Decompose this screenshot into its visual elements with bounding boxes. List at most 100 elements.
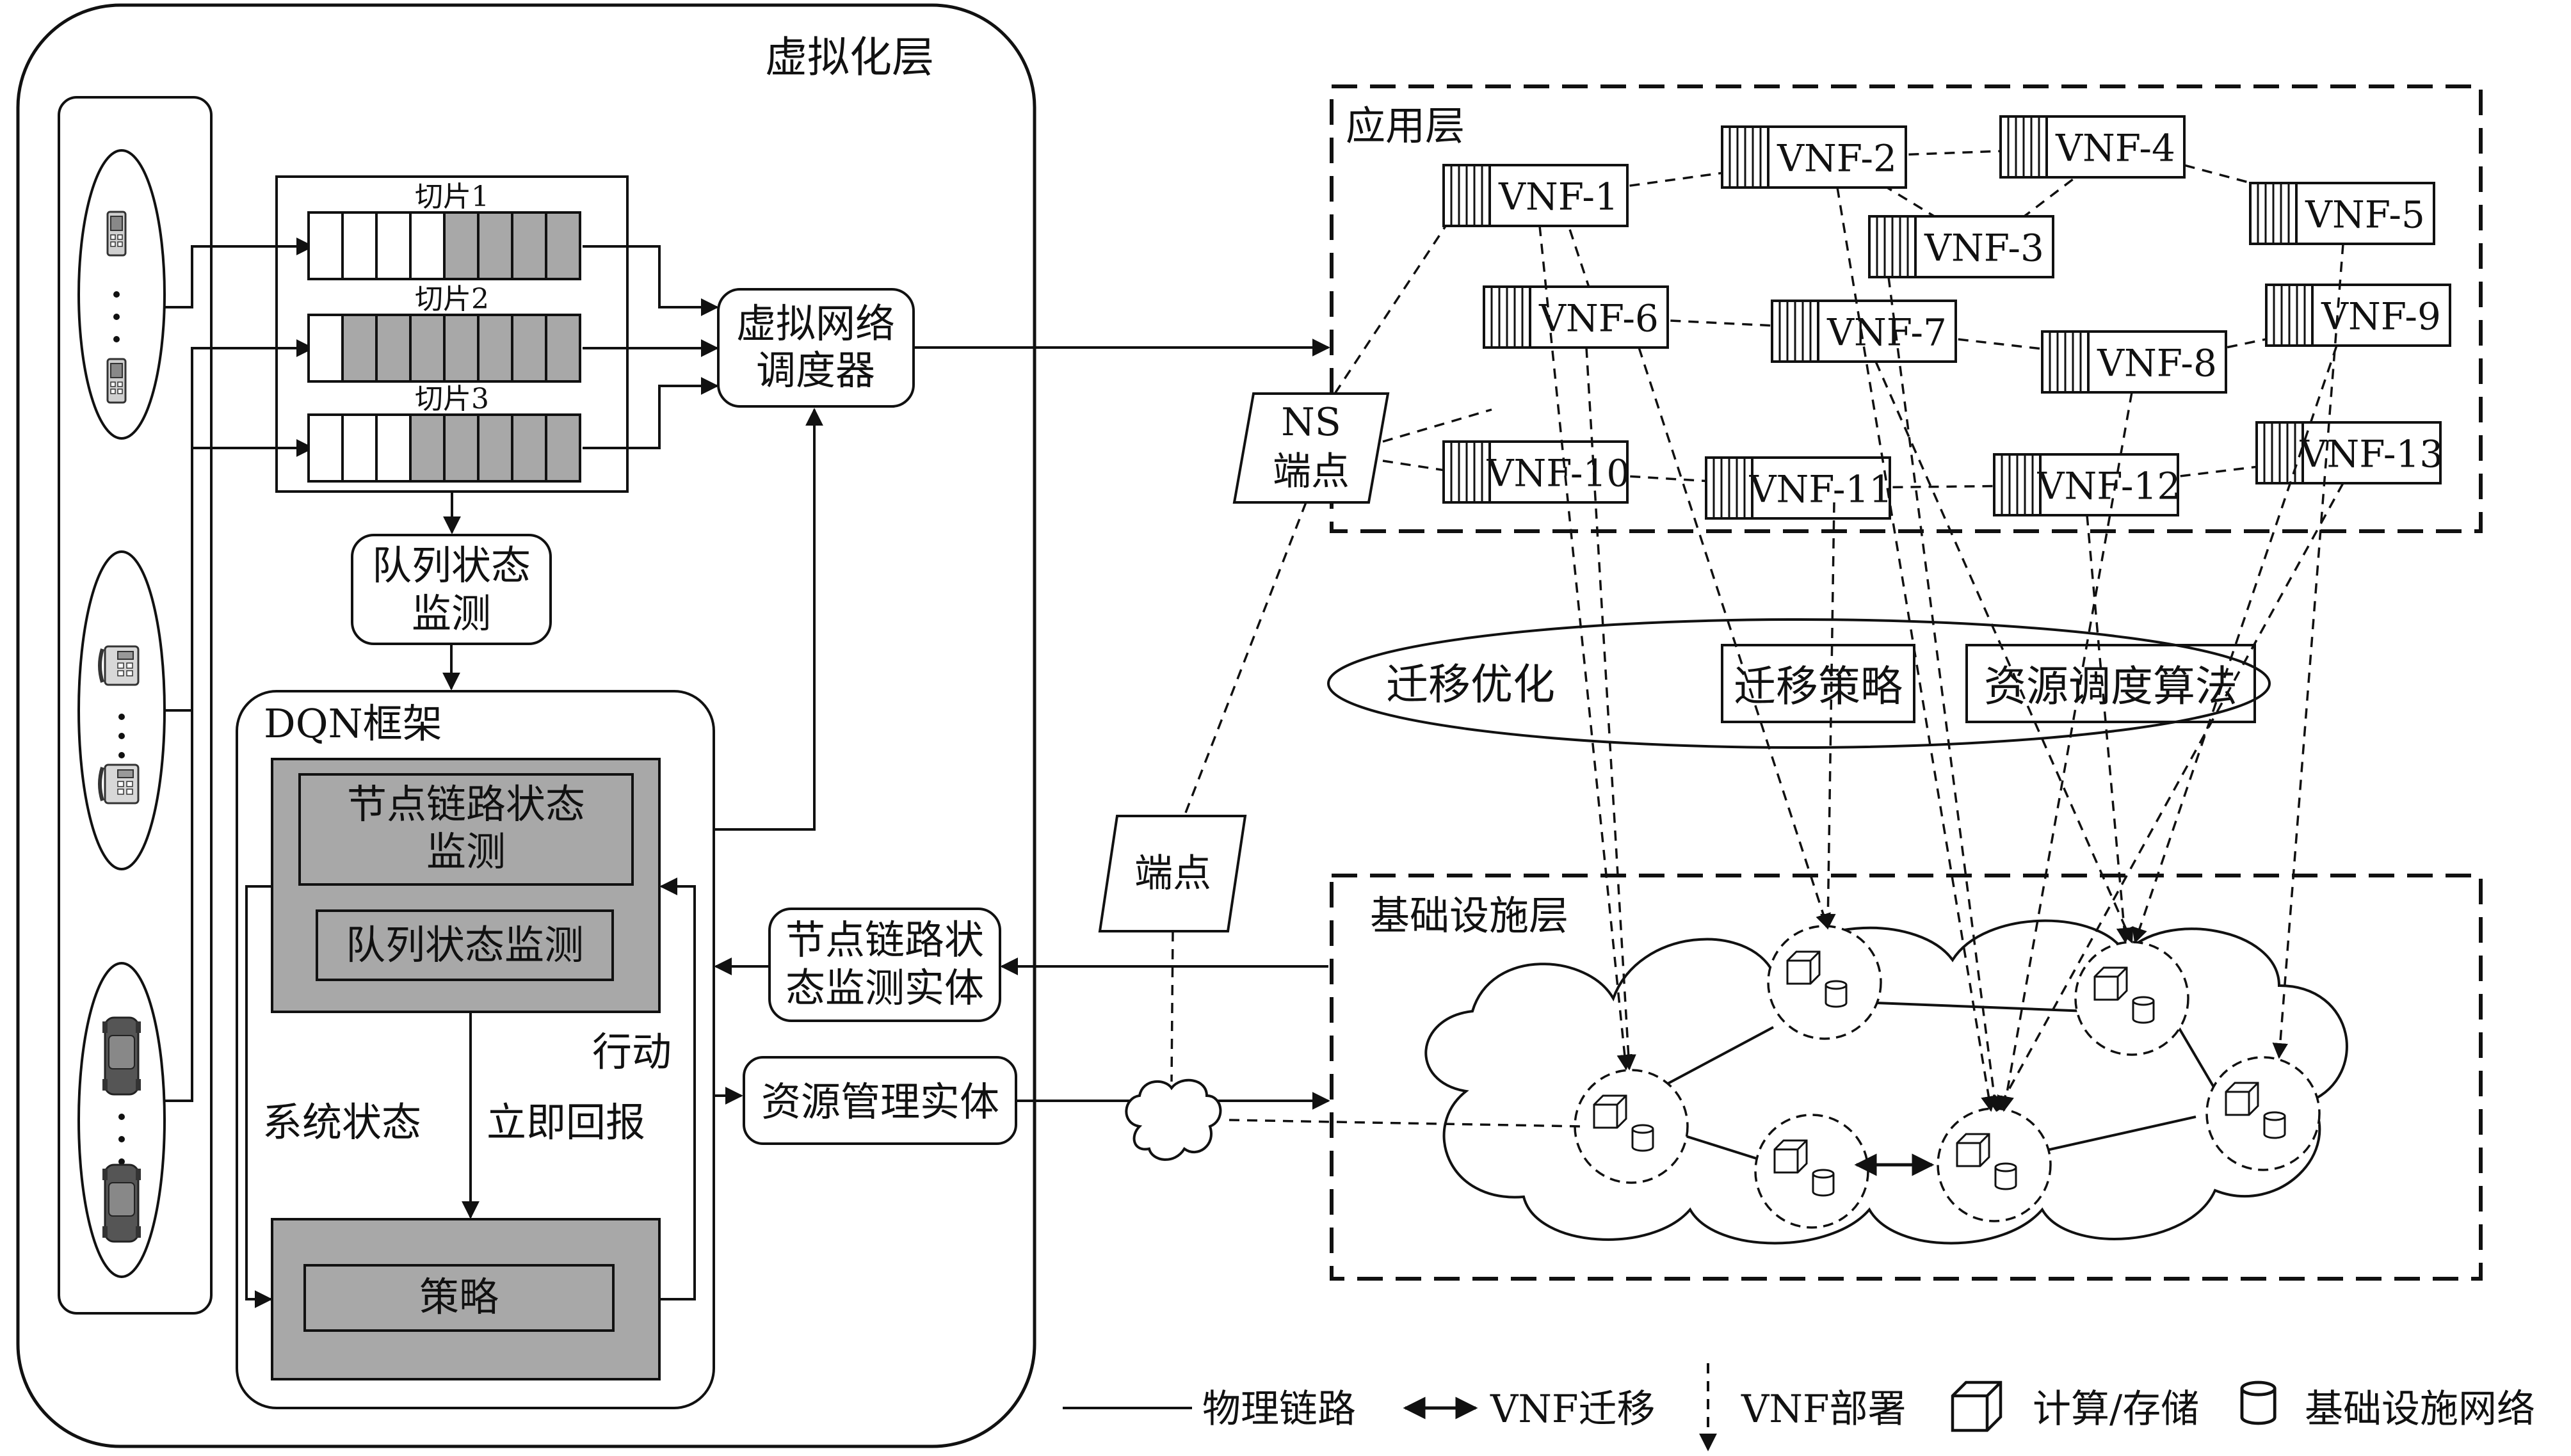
vnf-node: VNF-1 — [1442, 164, 1629, 227]
vnf-label: VNF-4 — [2055, 127, 2175, 170]
car-icon — [101, 1016, 142, 1096]
vnf-label: VNF-9 — [2321, 295, 2441, 339]
queue-cell — [375, 314, 412, 383]
compute-cube-icon — [1786, 950, 1821, 985]
migration-optimization-ellipse — [1327, 618, 2271, 749]
system-state-label: 系统状态 — [262, 1099, 421, 1146]
queue-cell — [341, 413, 378, 483]
vnf-node: VNF-9 — [2265, 284, 2451, 347]
queue-cell — [375, 211, 412, 280]
storage-cylinder-icon — [1994, 1162, 2017, 1190]
resource-algorithm-box — [1965, 644, 2256, 723]
vnf-node: VNF-6 — [1483, 285, 1669, 349]
vnf-node: VNF-8 — [2041, 330, 2227, 394]
vnf-label: VNF-2 — [1777, 137, 1897, 180]
queue-cell — [341, 314, 378, 383]
node-link-monitor-line1: 节点链路状态 — [347, 781, 585, 828]
queue-cell — [409, 314, 446, 383]
compute-cube-icon — [2093, 966, 2128, 1001]
queue-cell — [511, 314, 547, 383]
queue-cell — [375, 413, 412, 483]
queue-monitor-line1: 队列状态 — [372, 542, 531, 589]
node-link-monitor-entity — [768, 908, 1001, 1022]
endpoint — [1098, 815, 1247, 932]
vnf-label: VNF-11 — [1749, 468, 1893, 511]
access-cloud — [1125, 1078, 1222, 1161]
vnf-label: VNF-13 — [2300, 433, 2444, 476]
legend-infra-network: 基础设施网络 — [2305, 1387, 2535, 1432]
vnf-label: VNF-7 — [1826, 311, 1947, 355]
landline-device-group — [77, 550, 166, 870]
vnf-label: VNF-6 — [1538, 297, 1659, 340]
queue-cell — [443, 211, 480, 280]
legend-vnf-migration: VNF迁移 — [1490, 1387, 1655, 1432]
slice-label: 切片1 — [415, 180, 489, 213]
dqn-queue-monitor-label: 队列状态监测 — [346, 922, 584, 968]
legend: 物理链路 VNF迁移 VNF部署 计算/存储 基础设施网络 — [1063, 1363, 2535, 1452]
compute-cube-icon — [1773, 1139, 1808, 1174]
vnf-deployment-lines — [1170, 187, 2344, 1128]
vnf-node: VNF-5 — [2249, 182, 2435, 245]
queue-cell — [545, 211, 581, 280]
compute-cube-icon — [1956, 1133, 1990, 1167]
queue-cell — [341, 211, 378, 280]
slice-queue: 切片2 — [307, 283, 581, 383]
vnf-node: VNF-7 — [1771, 300, 1957, 363]
queue-cell — [477, 211, 513, 280]
dqn-framework — [236, 690, 715, 1409]
application-layer-title: 应用层 — [1346, 102, 1465, 149]
scheduler-label-line1: 虚拟网络 — [736, 300, 895, 347]
ns-endpoint-line1: NS — [1281, 400, 1341, 445]
infrastructure-layer-title: 基础设施层 — [1370, 892, 1568, 939]
legend-compute-storage: 计算/存储 — [2033, 1387, 2199, 1432]
vnf-node: VNF-10 — [1442, 440, 1631, 504]
mobile-phone-icon — [106, 211, 127, 257]
queue-cell — [409, 413, 446, 483]
vnf-label: VNF-5 — [2305, 193, 2425, 237]
queue-cell — [511, 211, 547, 280]
landline-phone-icon — [100, 646, 138, 685]
resource-entity-label: 资源管理实体 — [761, 1078, 999, 1125]
infrastructure-node — [1754, 1114, 1869, 1229]
virtualization-layer-title: 虚拟化层 — [765, 33, 934, 82]
vnf-label: VNF-10 — [1487, 452, 1631, 495]
action-label: 行动 — [592, 1028, 672, 1075]
slice-label: 切片3 — [415, 383, 489, 415]
vehicle-device-group — [77, 962, 166, 1278]
node-link-monitor-line2: 监测 — [426, 828, 506, 875]
vnf-label: VNF-8 — [2097, 342, 2217, 385]
queue-cell — [545, 413, 581, 483]
queue-cell — [307, 413, 344, 483]
queue-monitor-line2: 监测 — [412, 590, 491, 637]
slice-queues: 切片1 切片2 切片3 — [307, 180, 581, 483]
node-link-state-monitor — [298, 773, 634, 886]
infrastructure-node — [1574, 1069, 1689, 1184]
migration-optimization-label: 迁移优化 — [1386, 660, 1555, 709]
storage-cylinder-icon — [1812, 1169, 1835, 1197]
mobile-phone-icon — [106, 358, 127, 404]
infrastructure-nodes — [1574, 925, 2321, 1229]
infrastructure-node — [1767, 925, 1882, 1040]
immediate-reward-label: 立即回报 — [487, 1099, 645, 1146]
queue-cell — [511, 413, 547, 483]
user-device-panel — [58, 96, 213, 1315]
landline-phone-icon — [100, 765, 138, 803]
queue-cell — [307, 314, 344, 383]
vnf-node: VNF-2 — [1721, 125, 1907, 189]
vnf-node: VNF-11 — [1705, 456, 1893, 520]
dqn-queue-state-monitor — [316, 909, 614, 981]
policy-label: 策略 — [419, 1274, 499, 1320]
compute-cube-icon — [2225, 1082, 2259, 1116]
storage-cylinder-icon — [2132, 996, 2155, 1024]
entity-label-line2: 态监测实体 — [786, 964, 984, 1011]
migration-strategy-box — [1721, 644, 1915, 723]
entity-label-line1: 节点链路状 — [786, 916, 984, 963]
car-icon — [101, 1164, 142, 1243]
queue-cell — [545, 314, 581, 383]
queue-cell — [409, 211, 446, 280]
slice-label: 切片2 — [415, 283, 489, 316]
slice-queue: 切片1 — [307, 180, 581, 280]
queue-cell — [477, 314, 513, 383]
resource-algorithm-label: 资源调度算法 — [1984, 662, 2237, 711]
